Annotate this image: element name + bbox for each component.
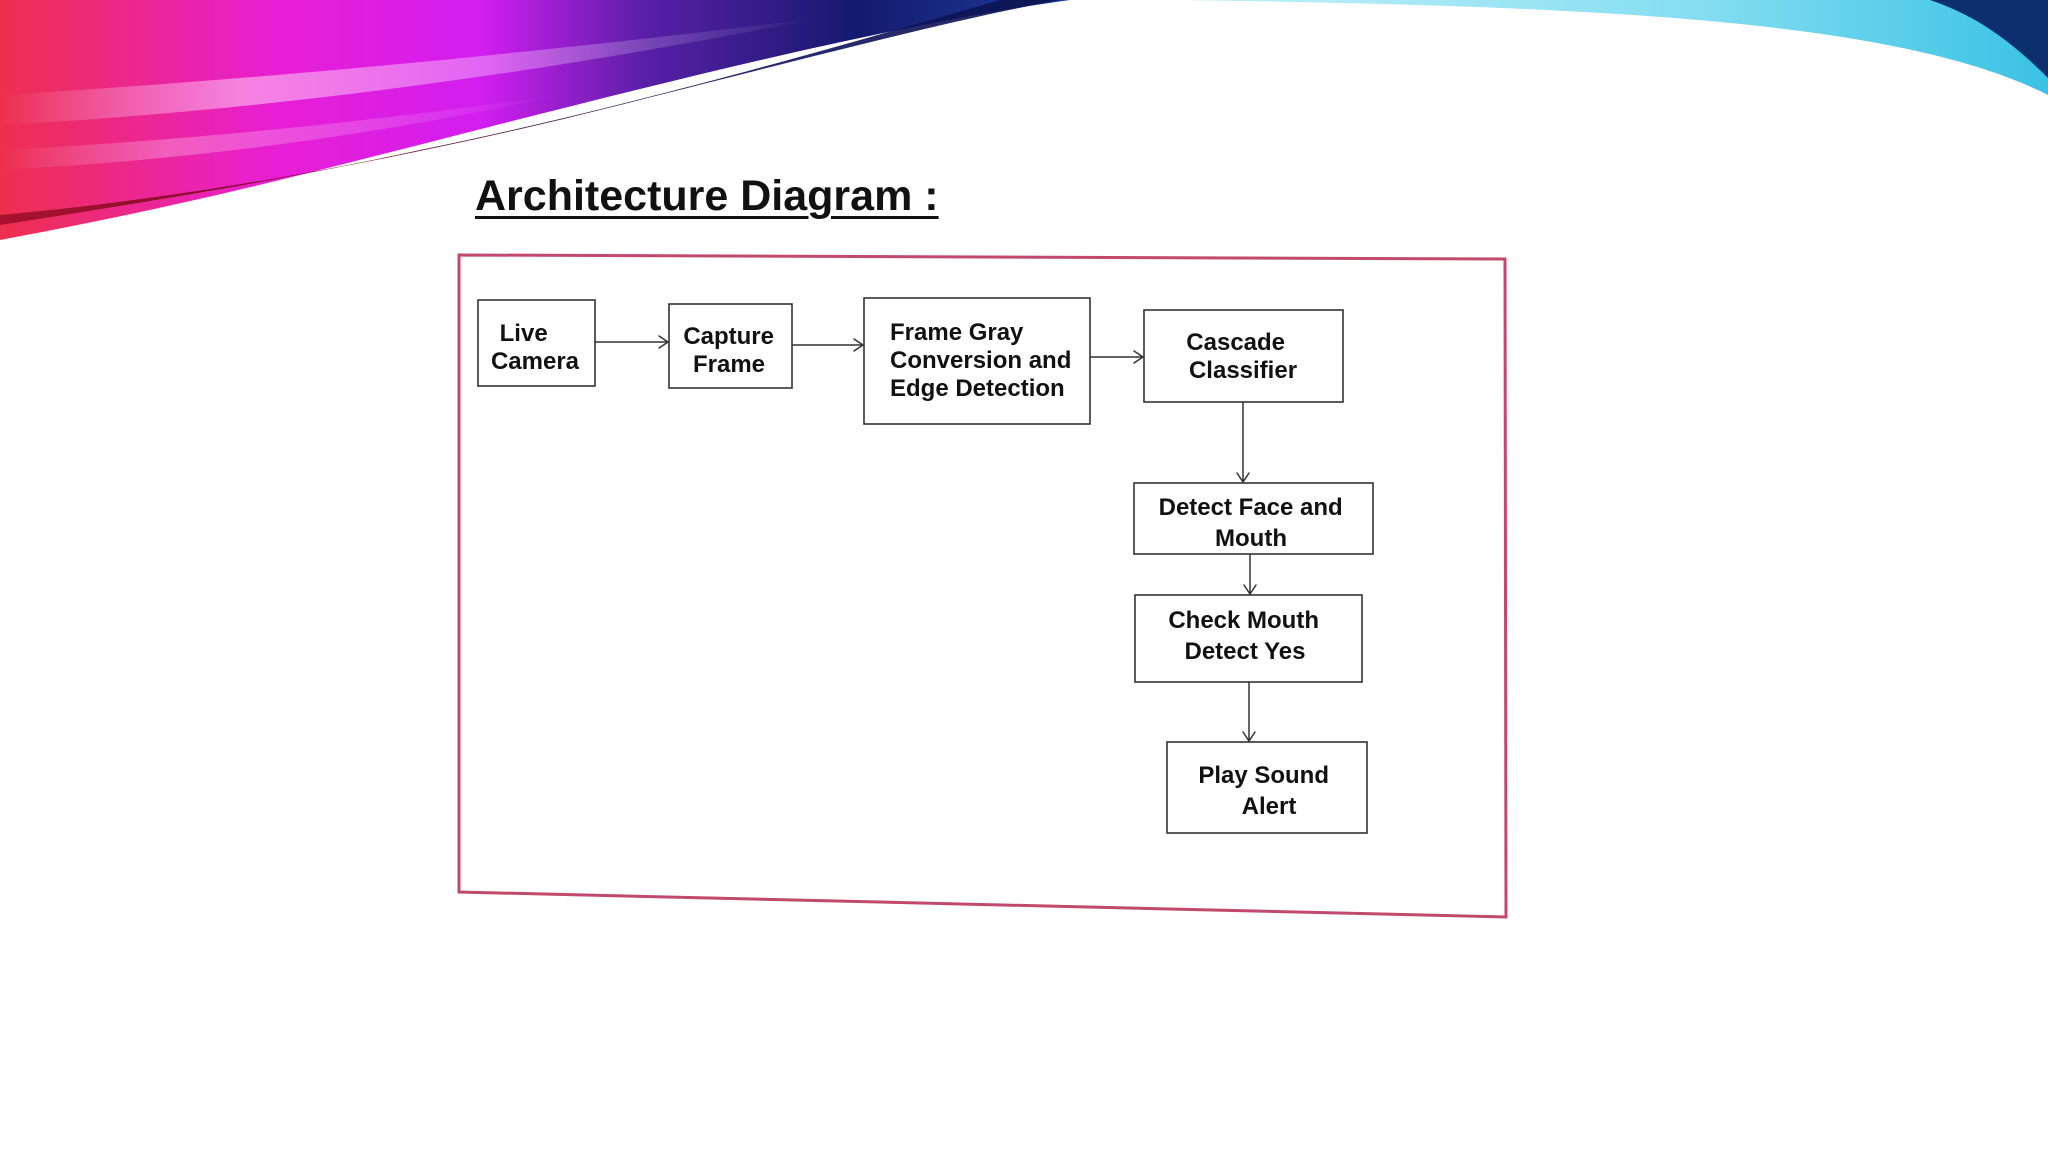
edge-detect-face-to-check-mouth: [1243, 554, 1257, 596]
edge-cascade-to-detect-face: [1236, 402, 1250, 484]
node-gray-edge-detection: Frame Gray Conversion and Edge Detection: [863, 297, 1091, 425]
svg-text:Check Mouth Detect Yes: Check Mouth Detect Yes: [1168, 607, 1325, 665]
slide-title: Architecture Diagram :: [475, 172, 939, 220]
node-capture-frame: Capture Frame: [668, 303, 793, 389]
svg-text:Frame Gray Conversion an: Frame Gray Conversion and Edge Detection: [890, 319, 1078, 402]
edge-live-camera-to-capture-frame: [595, 335, 670, 349]
node-capture-frame-line-2: Frame: [693, 351, 765, 378]
svg-text:Play Sound Alert: Play Sound Alert: [1198, 762, 1335, 820]
node-gray-edge-line-2: Conversion and: [890, 347, 1071, 374]
node-check-mouth: Check Mouth Detect Yes: [1134, 594, 1363, 683]
edge-capture-frame-to-gray-edge: [792, 338, 865, 352]
node-detect-face-line-2: Mouth: [1215, 525, 1287, 552]
edge-check-mouth-to-play-sound: [1242, 682, 1256, 743]
diagram-frame: [457, 253, 1508, 919]
node-cascade-line-1: Cascade: [1186, 329, 1285, 356]
svg-text:Detect Face and Mouth: Detect Face and Mouth: [1159, 494, 1350, 552]
node-play-sound-alert: Play Sound Alert: [1166, 741, 1368, 834]
node-cascade-classifier: Cascade Classifier: [1143, 309, 1344, 403]
edge-gray-edge-to-cascade: [1090, 350, 1145, 364]
svg-text:Cascade Classifier: Cascade Classifier: [1186, 329, 1297, 384]
node-detect-face-line-1: Detect Face and: [1159, 494, 1343, 521]
node-gray-edge-line-1: Frame Gray: [890, 319, 1024, 346]
node-detect-face-mouth: Detect Face and Mouth: [1133, 482, 1374, 555]
node-live-camera-line-1: Live: [500, 320, 548, 347]
svg-text:Capture Frame: Capture Frame: [683, 323, 780, 378]
svg-text:Live Camera: Live Camera: [491, 320, 580, 375]
node-play-sound-line-2: Alert: [1242, 793, 1297, 820]
node-check-mouth-line-2: Detect Yes: [1185, 638, 1306, 665]
node-check-mouth-line-1: Check Mouth: [1168, 607, 1319, 634]
node-cascade-line-2: Classifier: [1189, 357, 1297, 384]
node-gray-edge-line-3: Edge Detection: [890, 375, 1065, 402]
node-live-camera-line-2: Camera: [491, 348, 580, 375]
node-play-sound-line-1: Play Sound: [1198, 762, 1329, 789]
node-capture-frame-line-1: Capture: [683, 323, 774, 350]
node-live-camera: Live Camera: [477, 299, 596, 387]
